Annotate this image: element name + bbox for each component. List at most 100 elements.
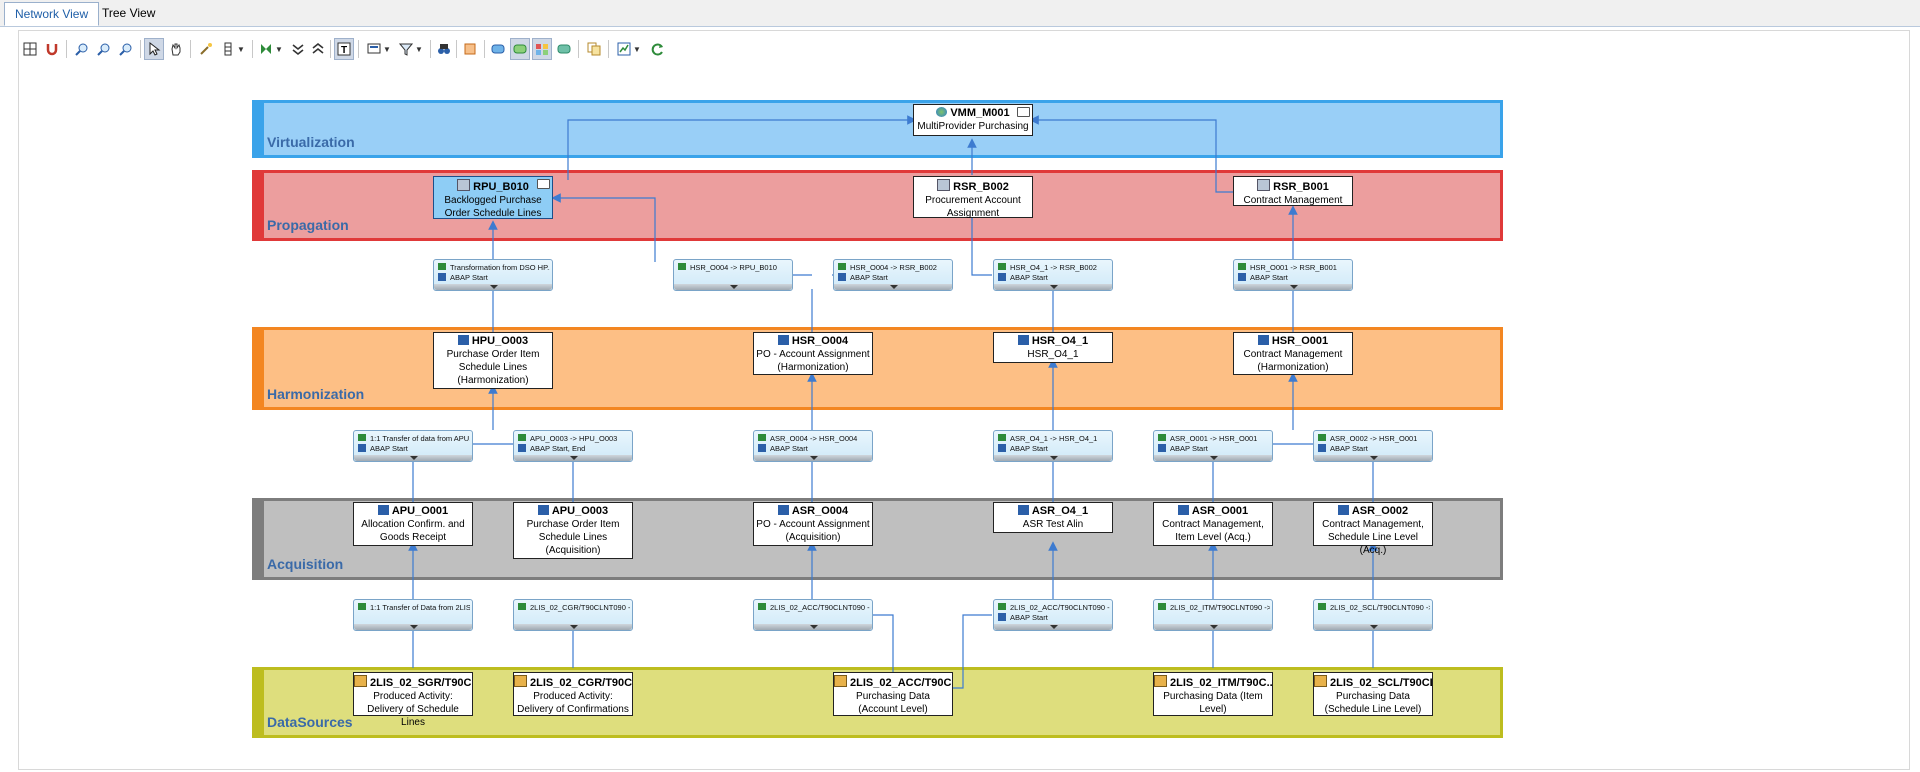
expand-handle[interactable] xyxy=(514,624,632,630)
node-hsr-o4-1[interactable]: HSR_O4_1 HSR_O4_1 xyxy=(993,332,1113,363)
node-desc: Purchase Order Item Schedule Lines (Acqu… xyxy=(514,518,632,557)
node-hpu-o003[interactable]: HPU_O003 Purchase Order Item Schedule Li… xyxy=(433,332,553,389)
transformation-node[interactable]: ASR_O002 -> HSR_O001ABAP Start xyxy=(1313,430,1433,462)
transformation-label: APU_O003 -> HPU_O003 xyxy=(530,434,630,443)
comment-icon[interactable] xyxy=(1017,107,1030,117)
node-desc: Purchasing Data (Account Level) xyxy=(834,690,952,716)
expand-handle[interactable] xyxy=(354,624,472,630)
node-rsr-b002[interactable]: RSR_B002 Procurement Account Assignment xyxy=(913,176,1033,218)
node-apu-o003[interactable]: APU_O003 Purchase Order Item Schedule Li… xyxy=(513,502,633,559)
expand-handle[interactable] xyxy=(514,455,632,461)
node-desc: Purchase Order Item Schedule Lines (Harm… xyxy=(434,348,552,387)
transformation-node[interactable]: 2LIS_02_CGR/T90CLNT090 ->... xyxy=(513,599,633,631)
expand-handle[interactable] xyxy=(994,455,1112,461)
node-asr-o4-1[interactable]: ASR_O4_1 ASR Test Alin xyxy=(993,502,1113,533)
transformation-icon xyxy=(1238,263,1246,270)
transformation-sub: ABAP Start xyxy=(1010,444,1048,453)
transformation-label: 2LIS_02_ITM/T90CLNT090 ->... xyxy=(1170,603,1270,612)
node-ds-itm[interactable]: 2LIS_02_ITM/T90C... Purchasing Data (Ite… xyxy=(1153,672,1273,716)
datasource-icon xyxy=(514,675,527,687)
node-asr-o001[interactable]: ASR_O001 Contract Management, Item Level… xyxy=(1153,502,1273,546)
expand-handle[interactable] xyxy=(994,284,1112,290)
transformation-label: HSR_O4_1 -> RSR_B002 xyxy=(1010,263,1110,272)
node-vmm-m001[interactable]: VMM_M001 MultiProvider Purchasing xyxy=(913,104,1033,136)
node-ds-sgr[interactable]: 2LIS_02_SGR/T90C... Produced Activity: D… xyxy=(353,672,473,716)
node-title: ASR_O002 xyxy=(1352,505,1408,517)
node-hsr-o004[interactable]: HSR_O004 PO - Account Assignment (Harmon… xyxy=(753,332,873,375)
node-asr-o002[interactable]: ASR_O002 Contract Management, Schedule L… xyxy=(1313,502,1433,546)
transformation-icon xyxy=(678,263,686,270)
transformation-icon xyxy=(438,263,446,270)
expand-handle[interactable] xyxy=(754,624,872,630)
expand-handle[interactable] xyxy=(754,455,872,461)
transformation-sub: ABAP Start xyxy=(450,273,488,282)
transformation-icon xyxy=(998,603,1006,610)
expand-handle[interactable] xyxy=(1154,624,1272,630)
node-rsr-b001[interactable]: RSR_B001 Contract Management xyxy=(1233,176,1353,206)
infocube-icon xyxy=(457,179,470,191)
datasource-icon xyxy=(1154,675,1167,687)
expand-handle[interactable] xyxy=(994,624,1112,630)
transformation-node[interactable]: 2LIS_02_SCL/T90CLNT090 ->... xyxy=(1313,599,1433,631)
expand-handle[interactable] xyxy=(354,455,472,461)
transformation-icon xyxy=(1158,434,1166,441)
node-apu-o001[interactable]: APU_O001 Allocation Confirm. and Goods R… xyxy=(353,502,473,546)
node-desc: PO - Account Assignment (Harmonization) xyxy=(754,348,872,374)
transformation-node[interactable]: ASR_O001 -> HSR_O001ABAP Start xyxy=(1153,430,1273,462)
transformation-icon xyxy=(518,603,526,610)
expand-handle[interactable] xyxy=(834,284,952,290)
dtp-icon xyxy=(838,273,846,281)
transformation-node[interactable]: 1:1 Transfer of Data from 2LIS... xyxy=(353,599,473,631)
transformation-node[interactable]: ASR_O4_1 -> HSR_O4_1ABAP Start xyxy=(993,430,1113,462)
transformation-icon xyxy=(998,434,1006,441)
expand-handle[interactable] xyxy=(1234,284,1352,290)
transformation-node[interactable]: Transformation from DSO HP...ABAP Start xyxy=(433,259,553,291)
node-ds-acc[interactable]: 2LIS_02_ACC/T90C... Purchasing Data (Acc… xyxy=(833,672,953,716)
expand-handle[interactable] xyxy=(1154,455,1272,461)
dso-icon xyxy=(778,335,789,345)
node-title: APU_O003 xyxy=(552,505,608,517)
transformation-icon xyxy=(358,434,366,441)
node-asr-o004[interactable]: ASR_O004 PO - Account Assignment (Acquis… xyxy=(753,502,873,546)
transformation-node[interactable]: 2LIS_02_ACC/T90CLNT090 ->... xyxy=(753,599,873,631)
transformation-icon xyxy=(358,603,366,610)
transformation-node[interactable]: APU_O003 -> HPU_O003ABAP Start, End xyxy=(513,430,633,462)
transformation-label: ASR_O004 -> HSR_O004 xyxy=(770,434,870,443)
dso-icon xyxy=(538,505,549,515)
expand-handle[interactable] xyxy=(1314,455,1432,461)
expand-handle[interactable] xyxy=(1314,624,1432,630)
transformation-node[interactable]: HSR_O004 -> RPU_B010 xyxy=(673,259,793,291)
comment-icon[interactable] xyxy=(537,179,550,189)
dtp-icon xyxy=(998,273,1006,281)
transformation-node[interactable]: HSR_O001 -> RSR_B001ABAP Start xyxy=(1233,259,1353,291)
transformation-node[interactable]: HSR_O4_1 -> RSR_B002ABAP Start xyxy=(993,259,1113,291)
transformation-node[interactable]: 2LIS_02_ITM/T90CLNT090 ->... xyxy=(1153,599,1273,631)
expand-handle[interactable] xyxy=(434,284,552,290)
node-desc: Contract Management, Item Level (Acq.) xyxy=(1154,518,1272,544)
transformation-node[interactable]: 2LIS_02_ACC/T90CLNT090 ->...ABAP Start xyxy=(993,599,1113,631)
node-ds-scl[interactable]: 2LIS_02_SCL/T90CL... Purchasing Data (Sc… xyxy=(1313,672,1433,716)
transformation-node[interactable]: ASR_O004 -> HSR_O004ABAP Start xyxy=(753,430,873,462)
node-desc: HSR_O4_1 xyxy=(994,348,1112,361)
transformation-node[interactable]: 1:1 Transfer of data from APU...ABAP Sta… xyxy=(353,430,473,462)
node-desc: Contract Management (Harmonization) xyxy=(1234,348,1352,374)
node-hsr-o001[interactable]: HSR_O001 Contract Management (Harmonizat… xyxy=(1233,332,1353,375)
transformation-label: 2LIS_02_SCL/T90CLNT090 ->... xyxy=(1330,603,1430,612)
transformation-label: 2LIS_02_ACC/T90CLNT090 ->... xyxy=(770,603,870,612)
dtp-icon xyxy=(758,444,766,452)
node-ds-cgr[interactable]: 2LIS_02_CGR/T90C... Produced Activity: D… xyxy=(513,672,633,716)
dso-icon xyxy=(378,505,389,515)
node-title: HPU_O003 xyxy=(472,335,528,347)
transformation-label: HSR_O001 -> RSR_B001 xyxy=(1250,263,1350,272)
transformation-sub: ABAP Start xyxy=(1170,444,1208,453)
transformation-icon xyxy=(998,263,1006,270)
dtp-icon xyxy=(998,613,1006,621)
datasource-icon xyxy=(354,675,367,687)
node-desc: Contract Management, Schedule Line Level… xyxy=(1314,518,1432,557)
node-title: ASR_O004 xyxy=(792,505,848,517)
transformation-node[interactable]: HSR_O004 -> RSR_B002ABAP Start xyxy=(833,259,953,291)
dso-icon xyxy=(458,335,469,345)
node-rpu-b010[interactable]: RPU_B010 Backlogged Purchase Order Sched… xyxy=(433,176,553,219)
dtp-icon xyxy=(438,273,446,281)
expand-handle[interactable] xyxy=(674,284,792,290)
